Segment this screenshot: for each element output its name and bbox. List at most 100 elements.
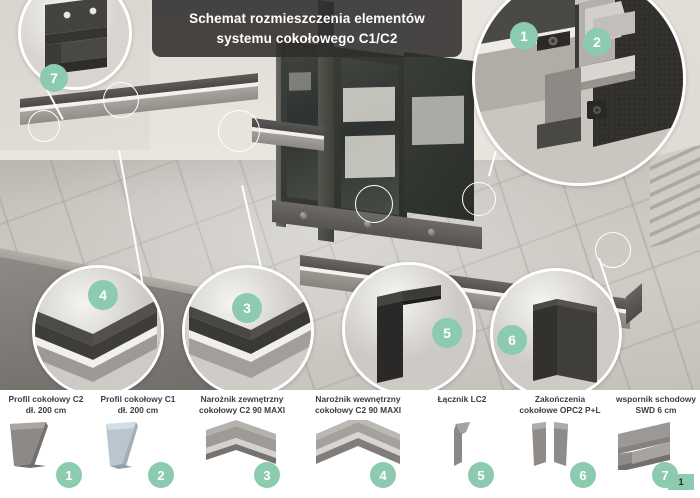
connector-lc2-icon bbox=[454, 422, 470, 466]
legend-label-line2: cokołowy C2 90 MAXI bbox=[198, 405, 286, 416]
legend-label-6: Zakończenia cokołowe OPC2 P+L bbox=[508, 394, 612, 417]
badge-number: 3 bbox=[263, 467, 271, 483]
badge-number: 5 bbox=[477, 467, 485, 483]
detail-circle-3[interactable] bbox=[182, 265, 314, 397]
badge-3-scene: 3 bbox=[232, 293, 262, 323]
legend-label-line1: wspornik schodowy bbox=[615, 394, 697, 404]
detail-circle-4[interactable] bbox=[32, 265, 164, 397]
door-reflection bbox=[345, 134, 395, 179]
detail-circle-5[interactable] bbox=[342, 262, 476, 396]
legend-label-line1: Narożnik zewnętrzny bbox=[200, 394, 284, 404]
inner-corner-icon bbox=[316, 416, 400, 464]
detail-5-illustration bbox=[345, 265, 473, 393]
badge-number: 1 bbox=[520, 28, 528, 44]
legend-label-7: wspornik schodowy SWD 6 cm bbox=[612, 394, 700, 417]
legend-label-1: Profil cokołowy C2 dł. 200 cm bbox=[0, 394, 92, 417]
threshold-stud bbox=[300, 211, 307, 220]
door-reflection bbox=[343, 86, 395, 123]
profile-c2-icon bbox=[10, 422, 48, 468]
page-number-badge: 1 bbox=[668, 474, 694, 490]
legend-item-7[interactable]: wspornik schodowy SWD 6 cm 7 bbox=[612, 390, 700, 498]
detail-7-illustration bbox=[21, 0, 129, 87]
legend-label-4: Narożnik wewnętrzny cokołowy C2 90 MAXI bbox=[300, 394, 416, 417]
legend-item-1[interactable]: Profil cokołowy C2 dł. 200 cm 1 bbox=[0, 390, 92, 498]
legend-label-line2: cokołowy C2 90 MAXI bbox=[314, 405, 402, 416]
locator-circle-3 bbox=[218, 110, 260, 152]
badge-number: 1 bbox=[65, 467, 73, 483]
legend-thumb-5 bbox=[416, 420, 508, 470]
legend-item-2[interactable]: Profil cokołowy C1 dł. 200 cm 2 bbox=[92, 390, 184, 498]
detail-circle-1-2[interactable] bbox=[472, 0, 686, 186]
legend-label-3: Narożnik zewnętrzny cokołowy C2 90 MAXI bbox=[184, 394, 300, 417]
legend-label-line2: dł. 200 cm bbox=[25, 405, 67, 416]
badge-number: 7 bbox=[661, 467, 669, 483]
legend-thumb-6 bbox=[508, 420, 612, 470]
badge-number: 4 bbox=[379, 467, 387, 483]
profile-c1-icon bbox=[106, 422, 138, 469]
locator-circle-1-2 bbox=[355, 185, 393, 223]
detail-1-2-illustration bbox=[475, 0, 683, 183]
legend-label-line1: Zakończenia bbox=[534, 394, 586, 404]
title-line-2: systemu cokołowego C1/C2 bbox=[216, 30, 398, 46]
legend-badge-3: 3 bbox=[254, 462, 280, 488]
detail-circle-7[interactable] bbox=[18, 0, 132, 90]
stair-bracket-swd-icon bbox=[618, 422, 670, 472]
detail-5-image bbox=[345, 265, 473, 393]
legend-thumb-3 bbox=[184, 420, 300, 470]
badge-5-scene: 5 bbox=[432, 318, 462, 348]
badge-number: 2 bbox=[157, 467, 165, 483]
badge-4-scene: 4 bbox=[88, 280, 118, 310]
legend-thumb-1 bbox=[0, 420, 92, 470]
badge-7-scene: 7 bbox=[40, 64, 68, 92]
detail-6-image bbox=[493, 271, 619, 397]
legend-label-line1: Profil cokołowy C1 bbox=[100, 394, 176, 404]
legend-label-line2: dł. 200 cm bbox=[117, 405, 159, 416]
badge-number: 4 bbox=[99, 287, 107, 303]
legend-thumb-7 bbox=[612, 420, 700, 472]
legend-badge-5: 5 bbox=[468, 462, 494, 488]
badge-number: 6 bbox=[579, 467, 587, 483]
detail-6-illustration bbox=[493, 271, 619, 397]
legend-label-2: Profil cokołowy C1 dł. 200 cm bbox=[92, 394, 184, 417]
legend-item-5[interactable]: Łącznik LC2 5 bbox=[416, 390, 508, 498]
page-title: Schemat rozmieszczenia elementów systemu… bbox=[152, 0, 462, 57]
legend-badge-1: 1 bbox=[56, 462, 82, 488]
legend-item-6[interactable]: Zakończenia cokołowe OPC2 P+L 6 bbox=[508, 390, 612, 498]
badge-number: 2 bbox=[593, 34, 601, 50]
detail-4-image bbox=[35, 268, 161, 394]
locator-circle-6 bbox=[595, 232, 631, 268]
legend-item-3[interactable]: Narożnik zewnętrzny cokołowy C2 90 MAXI … bbox=[184, 390, 300, 498]
legend-thumb-2 bbox=[92, 420, 184, 470]
detail-4-illustration bbox=[35, 268, 161, 394]
door-reflection bbox=[412, 95, 464, 146]
badge-2-scene: 2 bbox=[583, 28, 611, 56]
legend-label-line2: SWD 6 cm bbox=[635, 405, 677, 416]
legend-badge-2: 2 bbox=[148, 462, 174, 488]
locator-circle-7 bbox=[28, 110, 60, 142]
legend-badge-6: 6 bbox=[570, 462, 596, 488]
legend-row: Profil cokołowy C2 dł. 200 cm 1 Profil c bbox=[0, 390, 700, 498]
legend-thumb-4 bbox=[300, 416, 416, 470]
legend-badge-4: 4 bbox=[370, 462, 396, 488]
legend-label-line1: Profil cokołowy C2 bbox=[8, 394, 84, 404]
threshold-stud bbox=[428, 228, 435, 237]
locator-circle-5 bbox=[462, 182, 496, 216]
title-line-1: Schemat rozmieszczenia elementów bbox=[189, 10, 425, 26]
legend-label-5: Łącznik LC2 bbox=[416, 394, 508, 405]
detail-1-2-image bbox=[475, 0, 683, 183]
legend-footer: Profil cokołowy C2 dł. 200 cm 1 Profil c bbox=[0, 390, 700, 498]
legend-item-4[interactable]: Narożnik wewnętrzny cokołowy C2 90 MAXI … bbox=[300, 390, 416, 498]
badge-6-scene: 6 bbox=[497, 325, 527, 355]
page-title-text: Schemat rozmieszczenia elementów systemu… bbox=[189, 9, 425, 48]
legend-label-line2: cokołowe OPC2 P+L bbox=[519, 405, 601, 416]
detail-circle-6[interactable] bbox=[490, 268, 622, 400]
badge-1-scene: 1 bbox=[510, 22, 538, 50]
legend-label-line1: Łącznik LC2 bbox=[437, 394, 487, 404]
end-caps-opc2-icon bbox=[532, 422, 568, 466]
locator-circle-4 bbox=[103, 82, 139, 118]
badge-number: 5 bbox=[443, 325, 451, 341]
outer-corner-icon bbox=[206, 420, 276, 464]
badge-number: 6 bbox=[508, 332, 516, 348]
legend-label-line1: Narożnik wewnętrzny bbox=[315, 394, 401, 404]
